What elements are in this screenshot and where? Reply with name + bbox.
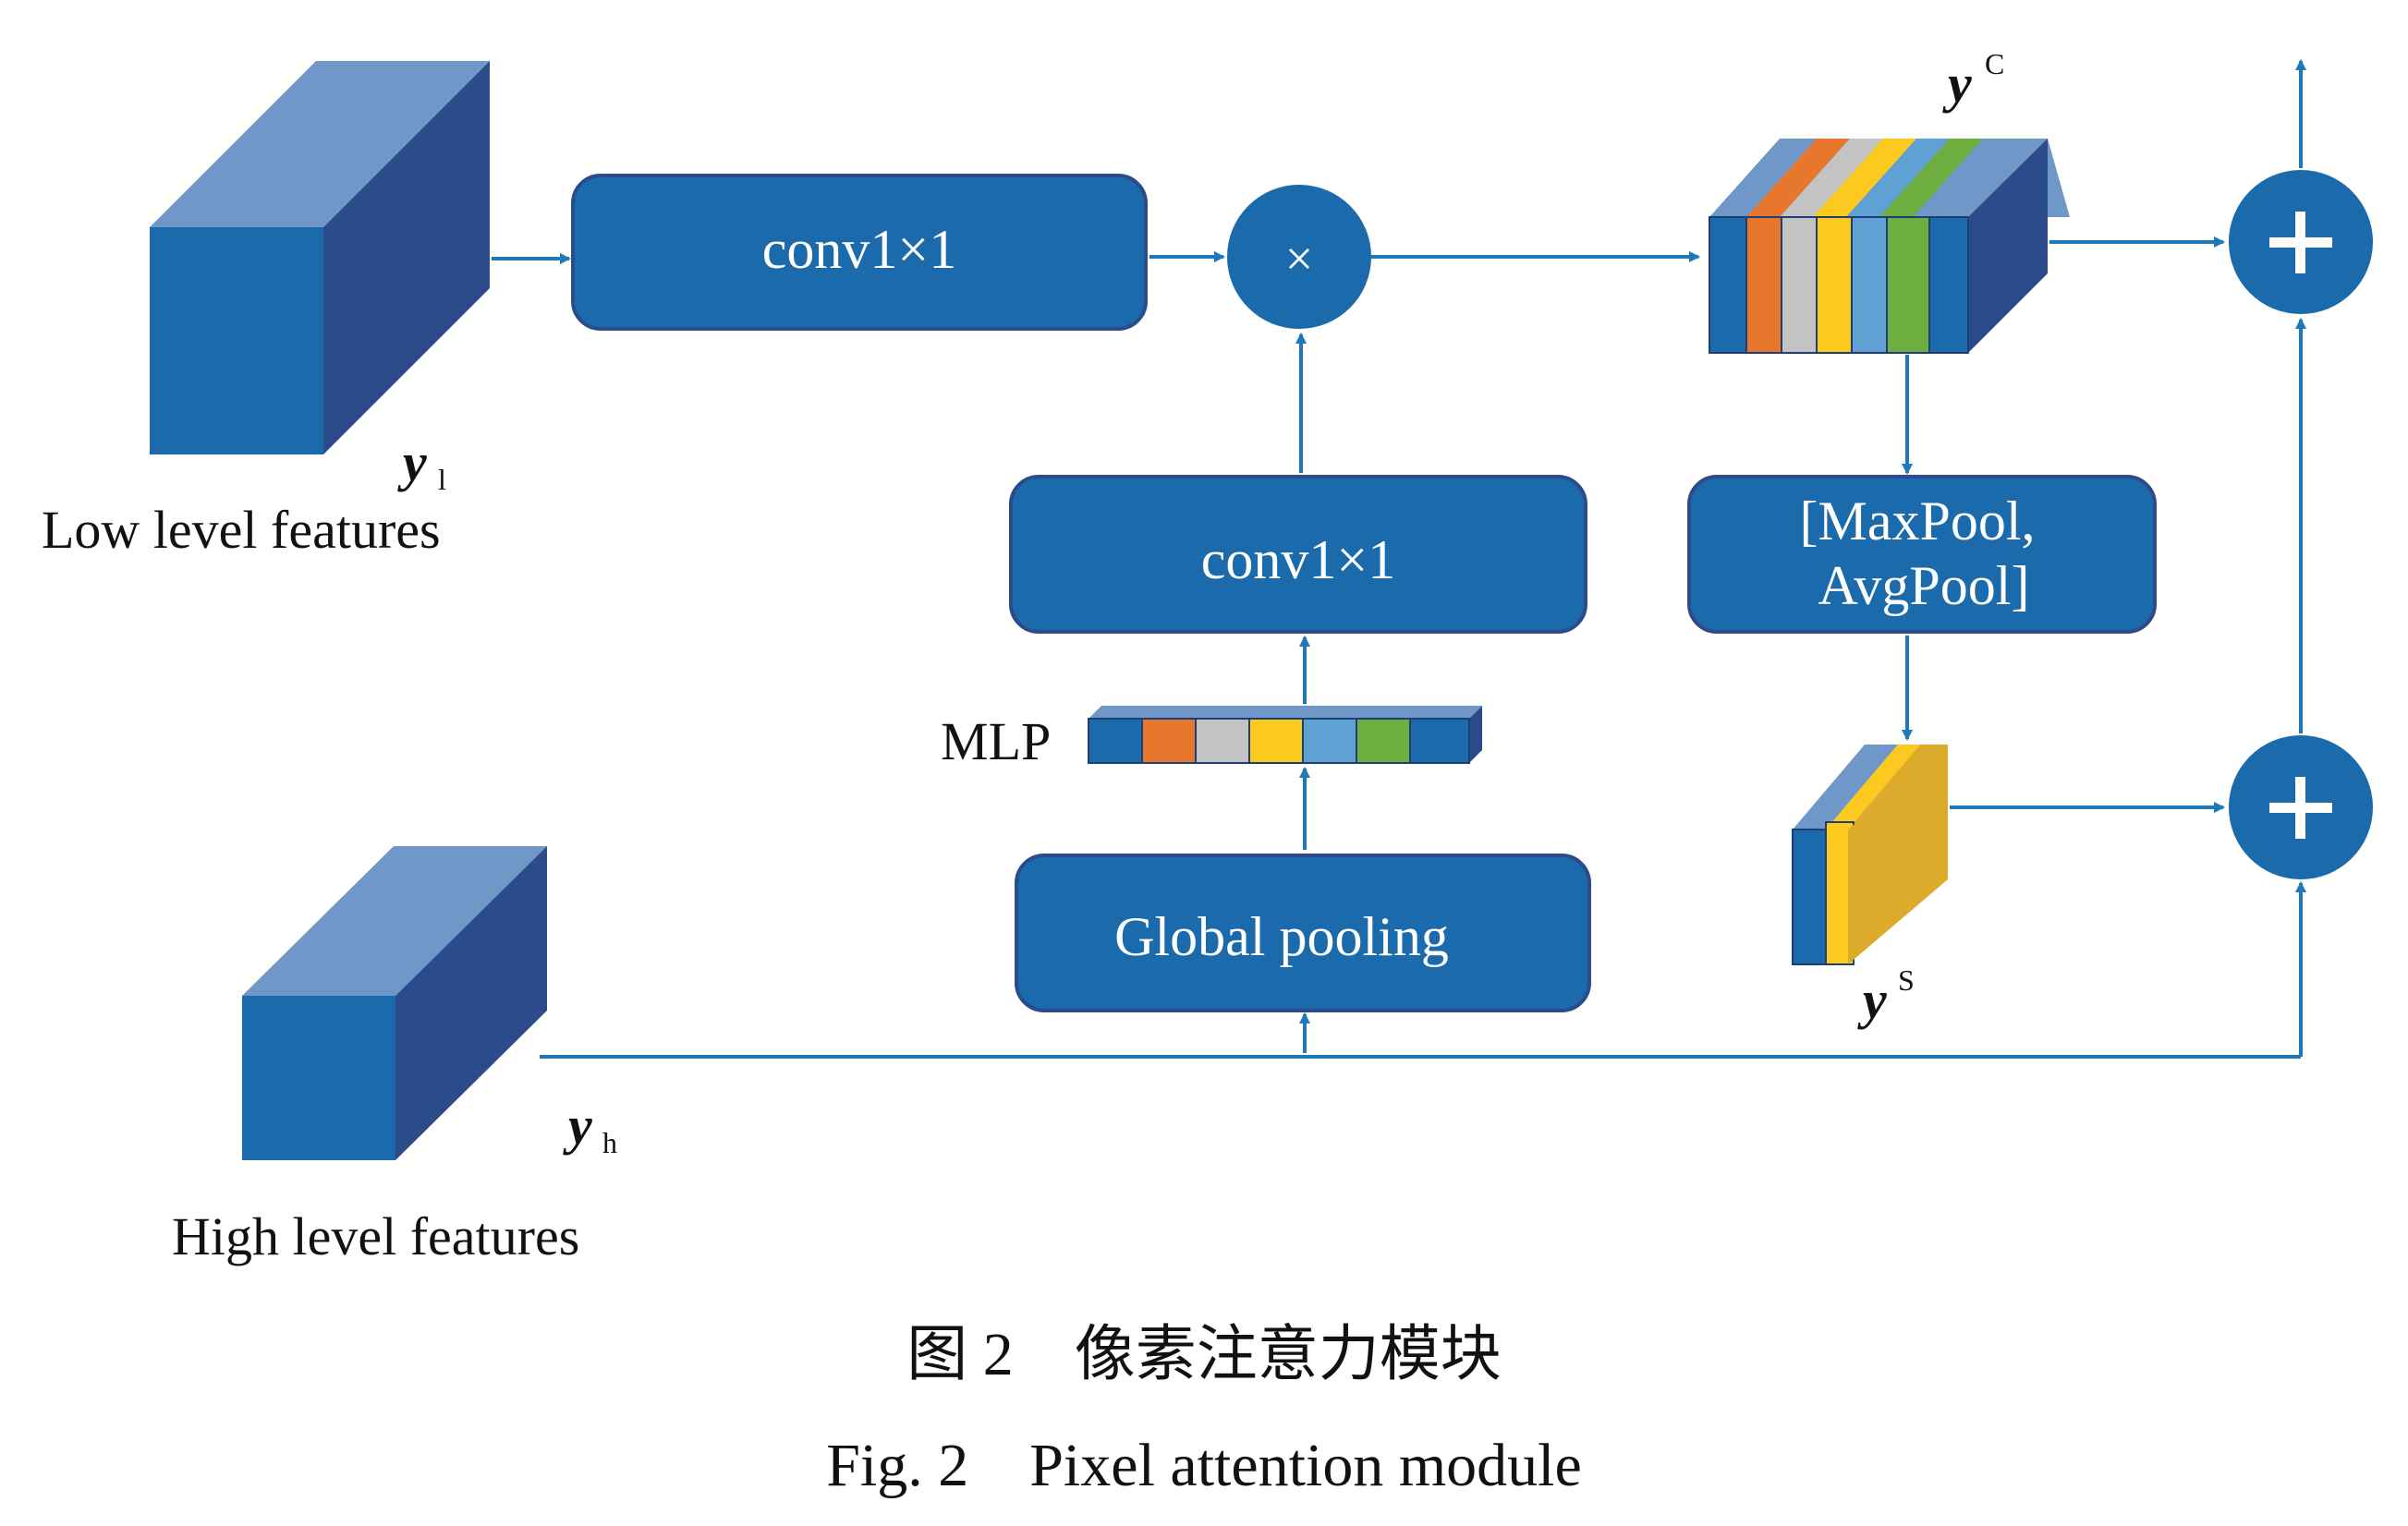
svg-text:h: h — [602, 1126, 617, 1159]
svg-text:y: y — [1857, 970, 1887, 1030]
yc-feature-map — [1709, 139, 2070, 354]
svg-text:conv1×1: conv1×1 — [762, 219, 956, 280]
maxpool-avgpool-box: [MaxPool, AvgPool] — [1687, 475, 2157, 634]
svg-text:y: y — [563, 1096, 592, 1156]
y-s-variable: y S — [1857, 963, 1915, 1030]
svg-text:C: C — [1985, 47, 2004, 80]
high-level-features-label: High level features — [172, 1206, 579, 1266]
add-operator-top — [2229, 170, 2373, 314]
mlp-label: MLP — [941, 711, 1051, 771]
svg-text:y: y — [1942, 54, 1972, 114]
low-level-feature-cube — [150, 61, 490, 454]
caption-chinese: 图 2 像素注意力模块 — [906, 1321, 1502, 1388]
add-operator-bottom — [2229, 735, 2373, 879]
multiply-operator: × — [1227, 185, 1371, 329]
conv-top-box: conv1×1 — [571, 174, 1148, 331]
high-level-feature-cube — [242, 846, 547, 1160]
global-pooling-box: Global pooling — [1015, 854, 1591, 1012]
svg-text:l: l — [438, 463, 446, 496]
svg-text:Global pooling: Global pooling — [1114, 906, 1449, 967]
svg-text:conv1×1: conv1×1 — [1201, 529, 1395, 590]
y-c-variable: y C — [1942, 47, 2004, 114]
ys-feature-map — [1792, 745, 1948, 965]
y-low-variable: y l — [397, 432, 446, 496]
svg-text:AvgPool]: AvgPool] — [1818, 555, 2030, 616]
caption-english: Fig. 2 Pixel attention module — [826, 1432, 1582, 1499]
svg-text:S: S — [1898, 963, 1915, 997]
connectors — [492, 59, 2306, 1059]
svg-text:y: y — [397, 432, 427, 492]
svg-text:×: × — [1285, 231, 1313, 286]
low-level-features-label: Low level features — [42, 500, 441, 560]
svg-text:[MaxPool,: [MaxPool, — [1800, 490, 2036, 551]
conv-mid-box: conv1×1 — [1009, 475, 1587, 634]
y-high-variable: y h — [563, 1096, 617, 1159]
mlp-vector — [1088, 706, 1482, 764]
